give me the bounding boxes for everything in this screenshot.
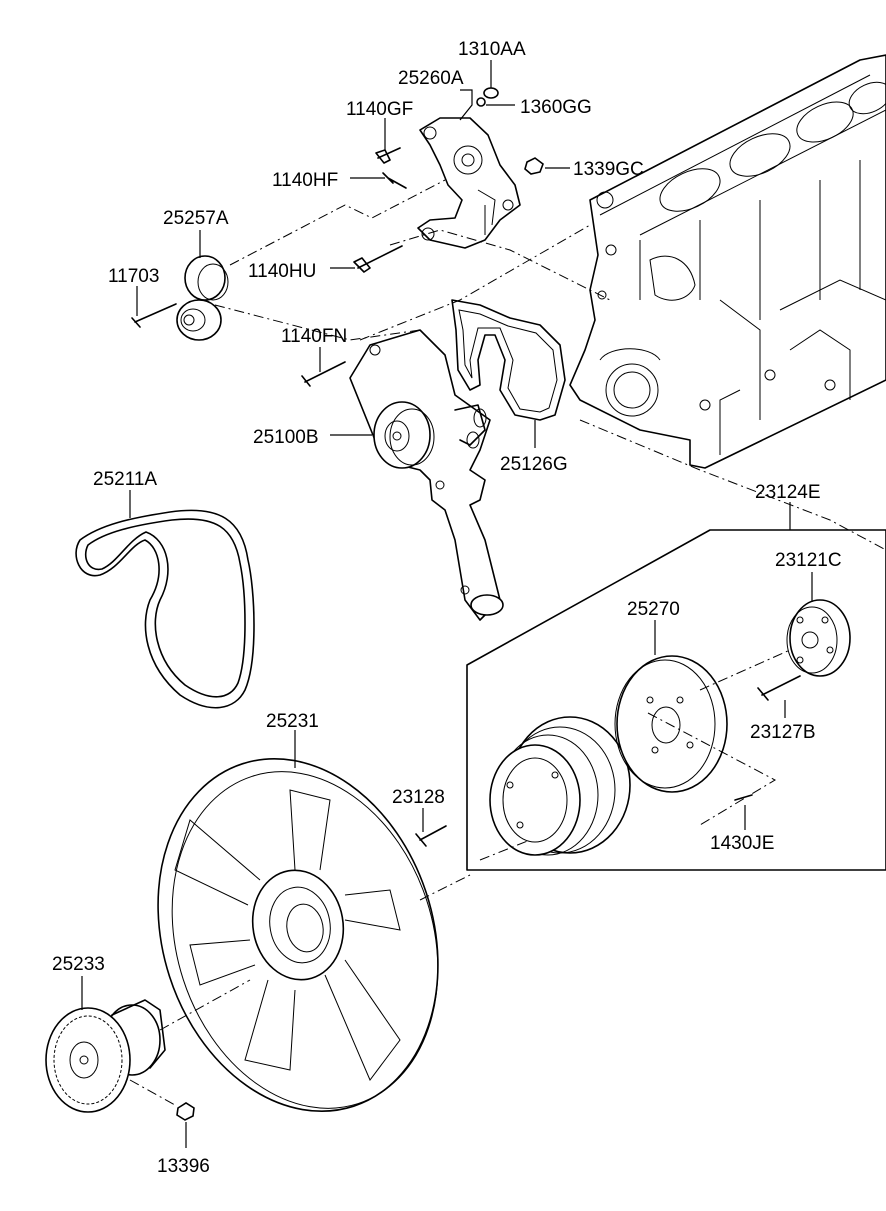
label-1430je: 1430JE [710, 833, 774, 854]
label-25233: 25233 [52, 954, 105, 975]
drive-belt-icon [75, 509, 255, 709]
label-25257a: 25257A [163, 208, 229, 229]
label-1140fn: 1140FN [281, 326, 347, 347]
water-pump-gasket-icon [451, 299, 566, 421]
label-25231: 25231 [266, 711, 319, 732]
mounting-bracket [417, 117, 521, 249]
engine-block-icon [569, 54, 886, 469]
label-25100b: 25100B [253, 427, 319, 448]
label-25270: 25270 [627, 599, 680, 620]
pin-1430je [734, 794, 753, 801]
label-1310aa: 1310AA [458, 39, 526, 60]
cooling-fan-icon [157, 758, 439, 1112]
label-23124e: 23124E [755, 482, 821, 503]
leader-lines [81, 60, 813, 1148]
label-23128: 23128 [392, 787, 445, 808]
label-13396: 13396 [157, 1156, 210, 1177]
label-1140gf: 1140GF [346, 99, 413, 120]
label-11703: 11703 [108, 266, 159, 287]
alignment-lines [129, 179, 886, 1106]
bolt-23127b [757, 675, 801, 701]
label-1140hu: 1140HU [248, 261, 316, 282]
water-pump-icon [301, 329, 504, 621]
kit-box [466, 529, 886, 871]
label-23127b: 23127B [750, 722, 816, 743]
part-labels: 1310AA 25260A 1140GF 1360GG 1339GC 1140H… [52, 39, 842, 1177]
hub-plate-icon [614, 655, 728, 793]
tensioner-pulley-icon [131, 255, 229, 341]
fan-clutch-icon [45, 999, 195, 1121]
label-25126g: 25126G [500, 454, 568, 475]
label-1339gc: 1339GC [573, 159, 644, 180]
bracket-fasteners [353, 87, 544, 273]
label-23121c: 23121C [775, 550, 842, 571]
flange-icon [786, 599, 851, 677]
label-25211a: 25211A [93, 469, 157, 490]
label-1140hf: 1140HF [272, 170, 338, 191]
label-25260a: 25260A [398, 68, 464, 89]
label-1360gg: 1360GG [520, 97, 592, 118]
damper-pulley-icon [489, 716, 631, 856]
bolt-23128 [415, 825, 447, 847]
